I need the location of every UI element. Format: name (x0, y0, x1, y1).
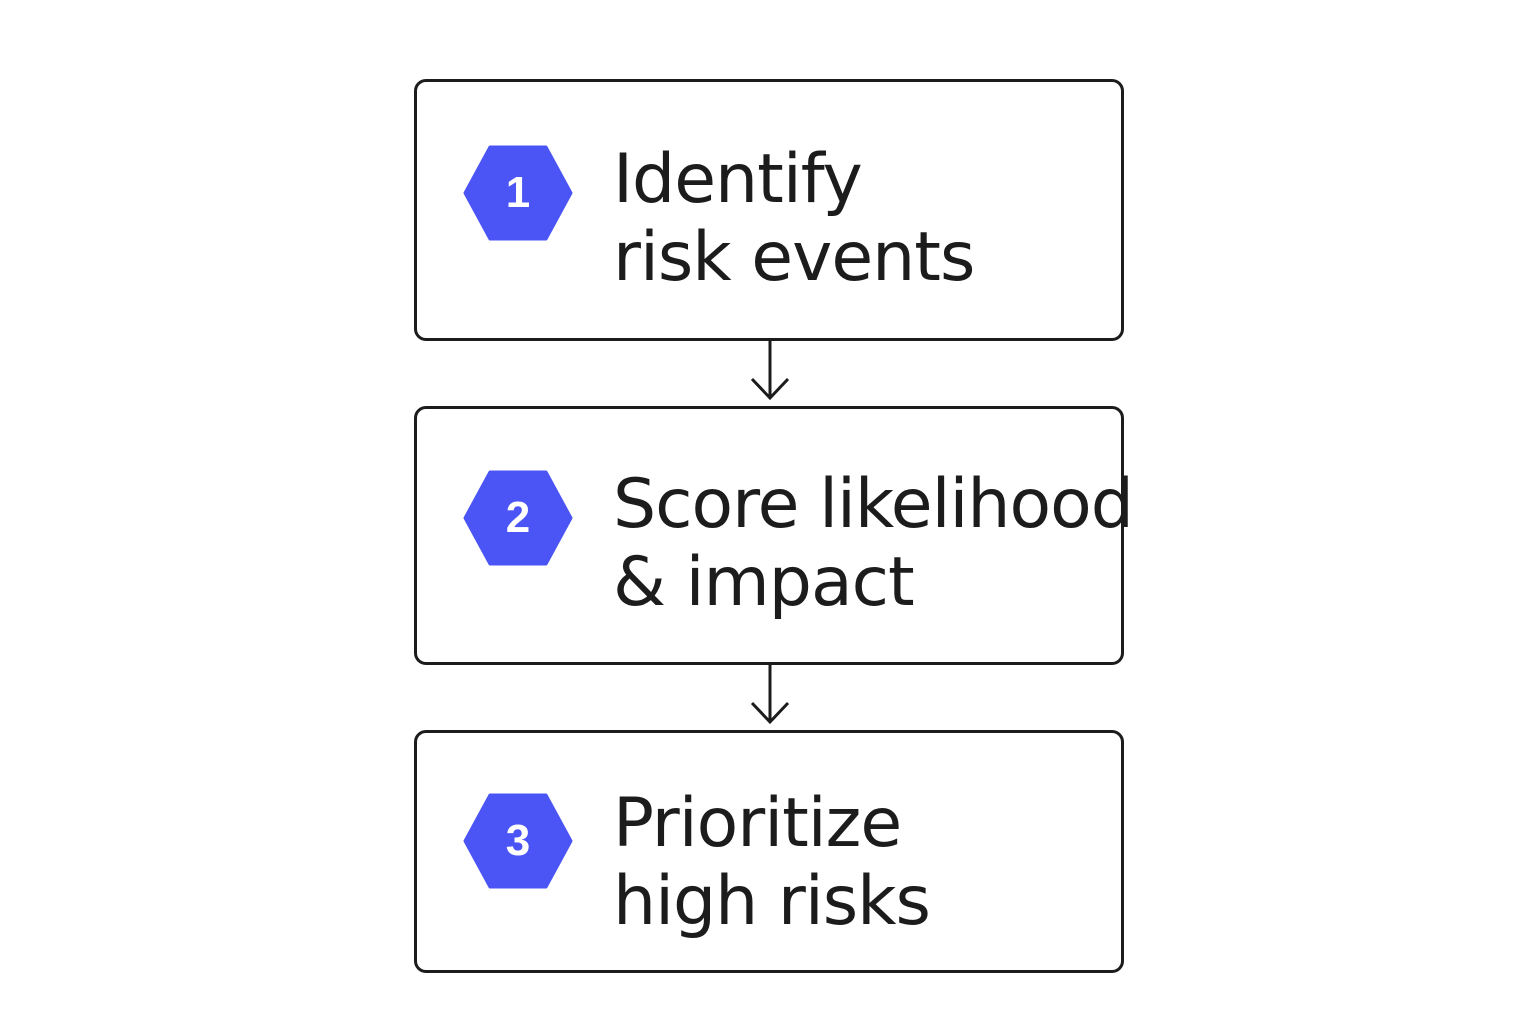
step-box-identify: 1 Identify risk events (414, 79, 1124, 341)
hexagon-badge-icon: 1 (463, 145, 573, 241)
step-label: Prioritize high risks (613, 785, 1121, 941)
step-number: 3 (505, 816, 531, 865)
step-label: Identify risk events (613, 141, 1121, 297)
step-label-line-1: Score likelihood (613, 465, 1134, 544)
step-number: 2 (505, 493, 531, 542)
hexagon-badge-icon: 3 (463, 793, 573, 889)
step-box-score: 2 Score likelihood & impact (414, 406, 1134, 665)
step-label-line-2: high risks (613, 862, 931, 941)
step-label-line-1: Identify (613, 140, 863, 219)
hexagon-shape (463, 793, 573, 889)
step-label: Score likelihood & impact (613, 465, 1134, 622)
hexagon-badge-icon: 2 (463, 470, 573, 566)
step-box-prioritize: 3 Prioritize high risks (414, 730, 1124, 973)
step-label-line-2: risk events (613, 218, 975, 297)
arrow-down-icon (750, 341, 790, 401)
arrow-down-icon (750, 665, 790, 725)
step-number: 1 (505, 168, 531, 217)
step-label-line-2: & impact (613, 543, 915, 622)
step-label-line-1: Prioritize (613, 784, 902, 863)
hexagon-shape (463, 470, 573, 566)
hexagon-shape (463, 145, 573, 241)
